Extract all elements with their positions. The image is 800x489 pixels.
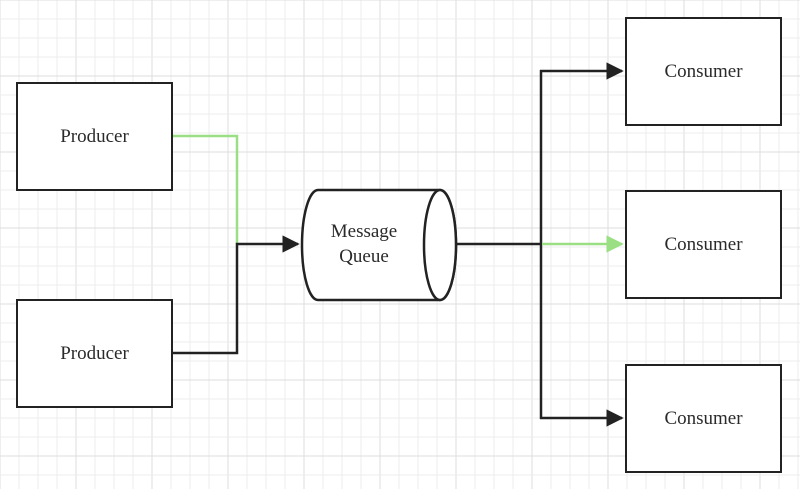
- message-queue-cylinder[interactable]: [300, 188, 458, 302]
- consumer-node-1[interactable]: Consumer: [625, 17, 782, 126]
- edge-producer-2-to-queue: [173, 235, 300, 355]
- edge-producer-1-to-queue: [173, 134, 239, 244]
- message-queue-label: Message Queue: [312, 219, 416, 269]
- message-queue-label-line-2: Queue: [339, 246, 389, 267]
- consumer-node-2[interactable]: Consumer: [625, 190, 782, 299]
- producer-node-1[interactable]: Producer: [16, 82, 173, 191]
- producer-node-2[interactable]: Producer: [16, 299, 173, 408]
- message-queue-label-line-1: Message: [330, 221, 398, 242]
- consumer-node-3[interactable]: Consumer: [625, 364, 782, 473]
